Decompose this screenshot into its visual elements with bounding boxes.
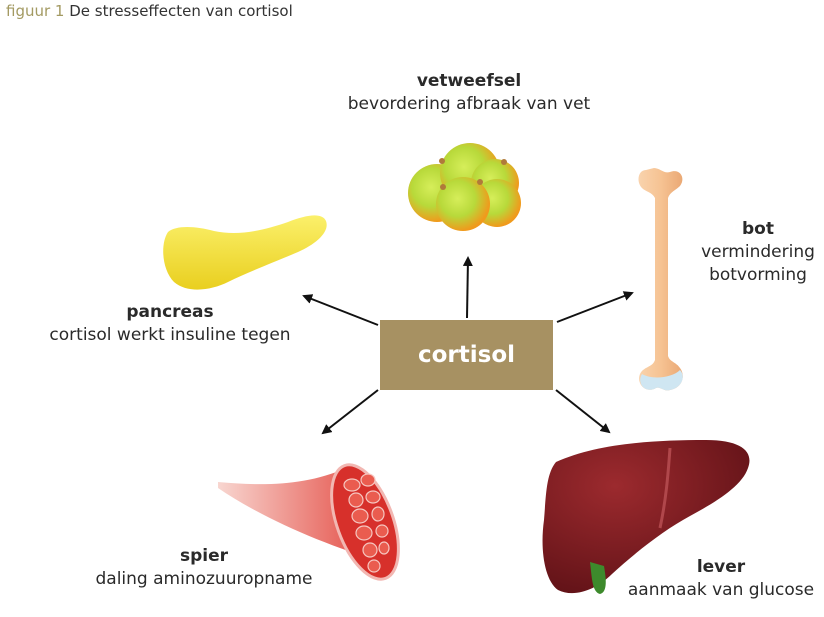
figure-caption: figuur 1 De stresseffecten van cortisol — [6, 2, 293, 20]
figure-title: De stresseffecten van cortisol — [69, 2, 293, 20]
spier-label-group: spier daling aminozuuropname — [76, 545, 332, 591]
arrow-to-pancreas — [302, 294, 379, 326]
pancreas-label-group: pancreas cortisol werkt insuline tegen — [28, 301, 312, 347]
lever-desc: aanmaak van glucose — [627, 580, 815, 600]
arrow-to-bot — [556, 291, 634, 323]
lever-label-group: lever aanmaak van glucose — [618, 556, 824, 602]
pancreas-desc: cortisol werkt insuline tegen — [49, 325, 291, 345]
spier-name: spier — [179, 546, 229, 566]
spier-desc: daling aminozuuropname — [95, 569, 313, 589]
arrow-to-lever — [555, 389, 611, 434]
vetweefsel-label-group: vetweefsel bevordering afbraak van vet — [336, 70, 602, 116]
bot-name: bot — [742, 219, 774, 239]
bot-label-group: bot vermindering botvorming — [690, 218, 824, 287]
figure-number: figuur 1 — [6, 2, 65, 20]
vetweefsel-name: vetweefsel — [416, 71, 522, 91]
arrow-to-vetweefsel — [462, 256, 473, 319]
muscle-icon — [218, 463, 400, 581]
liver-icon — [542, 440, 750, 594]
bone-icon — [638, 168, 683, 391]
pancreas-icon — [163, 215, 327, 290]
pancreas-name: pancreas — [126, 302, 214, 322]
bot-desc-line2: botvorming — [709, 265, 807, 285]
vetweefsel-desc: bevordering afbraak van vet — [347, 94, 591, 114]
cortisol-box: cortisol — [380, 320, 553, 390]
cortisol-label: cortisol — [417, 342, 516, 368]
arrow-to-spier — [321, 389, 379, 435]
arrows — [302, 256, 634, 435]
lever-name: lever — [696, 557, 746, 577]
fat-cells-icon — [408, 143, 521, 231]
bot-desc-line1: vermindering — [701, 242, 815, 262]
